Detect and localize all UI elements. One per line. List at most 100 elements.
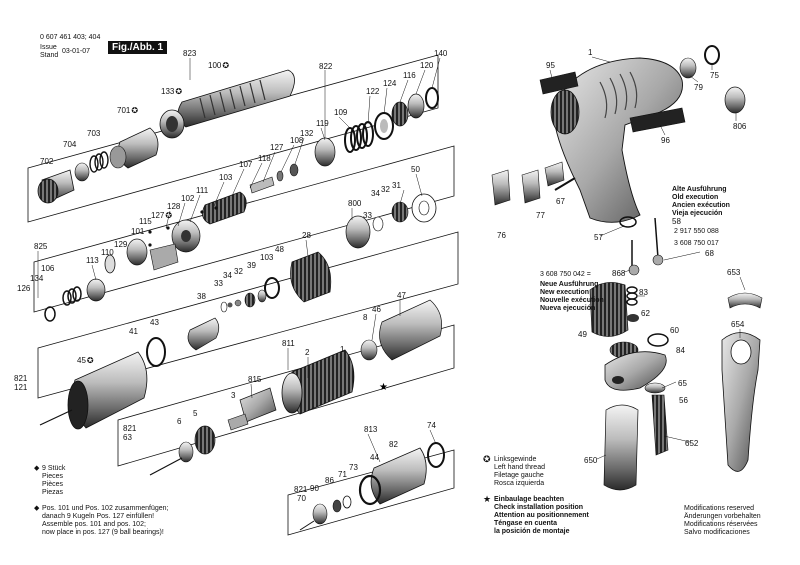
part-label-95: 95 [546, 61, 555, 70]
legend-diamond-2: ◆ [34, 505, 40, 512]
part-label-76: 76 [497, 231, 506, 240]
lefthand-thread-icon: ✪ [222, 61, 230, 70]
part-label-33: 33 [363, 211, 372, 220]
part-label-140: 140 [434, 49, 448, 58]
part-label-806: 806 [733, 122, 747, 131]
part-label-67: 67 [556, 197, 565, 206]
part-label-132: 132 [300, 129, 314, 138]
part-label-73: 73 [349, 463, 358, 472]
legend-modifications: Modifications reserved Änderungen vorbeh… [684, 505, 761, 536]
part-label-103: 103 [260, 253, 274, 262]
part-label-79: 79 [694, 83, 703, 92]
part-label-103: 103 [219, 173, 233, 182]
part-label-821: 821 [14, 374, 28, 383]
part-label-116: 116 [403, 71, 416, 80]
part-label-38: 38 [197, 292, 206, 301]
part-label-2: 2 [305, 348, 310, 357]
part-label-115: 115 [139, 217, 152, 226]
part-label-6: 6 [177, 417, 182, 426]
part-label-96: 96 [661, 136, 670, 145]
part-label-823: 823 [183, 49, 197, 58]
legend-pieces: 9 Stück Pieces Pièces Piezas [42, 465, 66, 496]
part-label-5: 5 [193, 409, 198, 418]
part-label-119: 119 [316, 119, 329, 128]
part-label-815: 815 [248, 375, 262, 384]
handle-assembly [37, 69, 295, 204]
figure-label: Fig./Abb. 1 [108, 41, 168, 54]
part-label-107: 107 [239, 160, 253, 169]
part-label-106: 106 [41, 264, 55, 273]
part-label-653: 653 [727, 268, 741, 277]
part-label-813: 813 [364, 425, 378, 434]
new-code: 3 608 750 042 = [540, 271, 591, 278]
part-label-102: 102 [181, 194, 195, 203]
part-label-702: 702 [40, 157, 54, 166]
part-label-34: 34 [223, 271, 232, 280]
part-label-33: 33 [214, 279, 223, 288]
old-code-1: 2 917 550 088 [674, 228, 719, 235]
issue-date: 03-01-07 [62, 48, 91, 55]
part-label-1: 1 [340, 345, 345, 354]
part-label-65: 65 [678, 379, 687, 388]
part-label-32: 32 [234, 267, 243, 276]
legend-lefthand: Linksgewinde Left hand thread Filetage g… [494, 456, 545, 487]
lefthand-thread-icon: ✪ [131, 106, 139, 115]
part-label-44: 44 [370, 453, 379, 462]
old-code-2: 3 608 750 017 [674, 240, 719, 247]
part-label-71: 71 [338, 470, 347, 479]
part-label-109: 109 [334, 108, 348, 117]
part-label-3: 3 [231, 391, 236, 400]
part-label-60: 60 [670, 326, 679, 335]
part-label-28: 28 [302, 231, 311, 240]
part-label-821: 821 [294, 485, 308, 494]
part-label-122: 122 [366, 87, 380, 96]
lefthand-thread-icon: ✪ [175, 87, 183, 96]
part-label-111: 111 [196, 186, 209, 195]
part-label-41: 41 [129, 327, 138, 336]
part-label-68: 68 [705, 249, 714, 258]
part-label-90: 90 [310, 484, 319, 493]
part-label-39: 39 [247, 261, 256, 270]
part-label-128: 128 [167, 202, 181, 211]
part-label-100: 100✪ [208, 61, 230, 70]
legend-install: Einbaulage beachten Check installation p… [494, 496, 589, 535]
part-label-110: 110 [101, 248, 114, 257]
part-label-118: 118 [258, 154, 271, 163]
part-label-121: 121 [14, 383, 28, 392]
legend-diamond-1: ◆ [34, 465, 40, 472]
part-label-63: 63 [123, 433, 132, 442]
part-label-43: 43 [150, 318, 159, 327]
part-label-74: 74 [427, 421, 436, 430]
part-label-650: 650 [584, 456, 598, 465]
part-label-127: 127 [270, 143, 284, 152]
part-label-31: 31 [392, 181, 401, 190]
part-label-58: 58 [672, 217, 681, 226]
part-label-57: 57 [594, 233, 603, 242]
new-execution-note: Neue Ausführung New execution Nouvelle e… [540, 281, 604, 312]
part-label-86: 86 [325, 476, 334, 485]
part-label-45: 45✪ [77, 356, 94, 365]
part-label-811: 811 [282, 339, 295, 348]
part-label-46: 46 [372, 305, 381, 314]
part-label-129: 129 [114, 240, 128, 249]
install-star-marker: ★ [379, 382, 388, 393]
part-label-868: 868 [612, 269, 626, 278]
old-execution-note: Alte Ausführung Old execution Ancien exé… [672, 186, 730, 217]
part-label-133: 133✪ [161, 87, 183, 96]
part-label-654: 654 [731, 320, 745, 329]
legend-lefthand-symbol: ✪ [483, 454, 491, 464]
part-label-83: 83 [639, 288, 648, 297]
part-label-75: 75 [710, 71, 719, 80]
part-label-82: 82 [389, 440, 398, 449]
part-label-62: 62 [641, 309, 650, 318]
part-label-120: 120 [420, 61, 434, 70]
part-label-703: 703 [87, 129, 101, 138]
legend-assembly: Pos. 101 und Pos. 102 zusammenfügen; dan… [42, 505, 169, 536]
part-label-701: 701✪ [117, 106, 139, 115]
legend-star-symbol: ★ [483, 494, 492, 504]
part-label-124: 124 [383, 79, 397, 88]
part-label-825: 825 [34, 242, 48, 251]
part-label-56: 56 [679, 396, 688, 405]
part-label-50: 50 [411, 165, 420, 174]
